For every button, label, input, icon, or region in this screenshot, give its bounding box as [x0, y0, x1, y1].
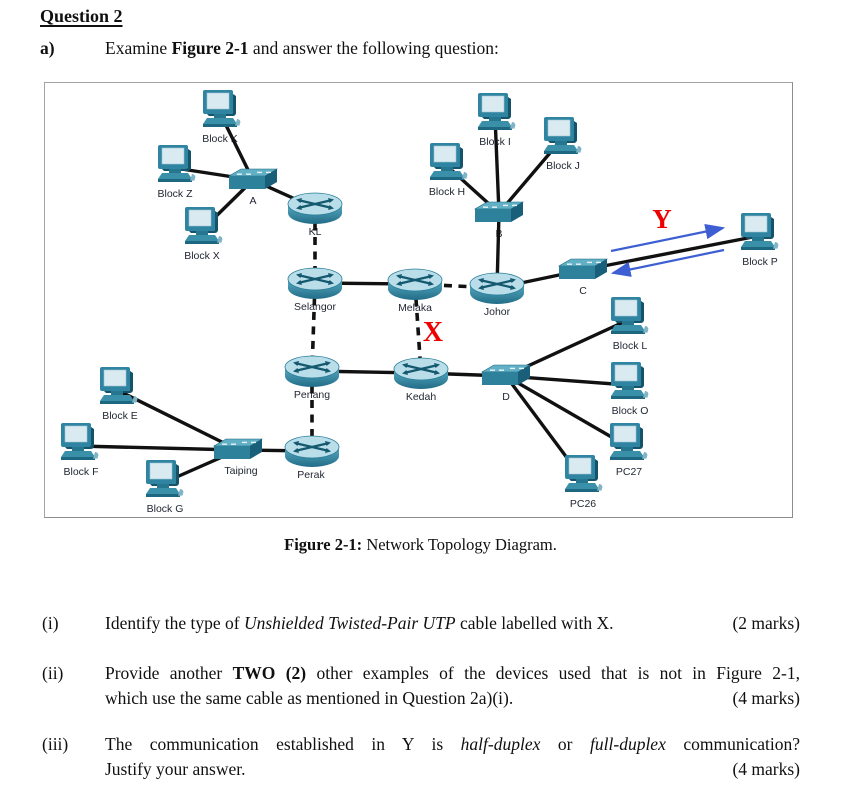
serial-links	[310, 208, 498, 451]
question-ii-number: (ii)	[42, 663, 64, 683]
label-pc26: PC26	[570, 498, 596, 510]
part-a-text: Examine Figure 2-1 and answer the follow…	[105, 38, 499, 58]
switch-icon-b	[474, 201, 524, 223]
pc-icon-block-z	[157, 144, 196, 183]
label-kedah: Kedah	[406, 391, 437, 403]
router-icon-kedah	[392, 356, 450, 391]
pc-icon-block-e	[99, 366, 138, 405]
link-blockF-Taiping	[76, 444, 240, 452]
question-ii-line2: which use the same cable as mentioned in…	[105, 688, 514, 708]
link-blockI-B	[493, 114, 501, 215]
question-ii: (ii) Provide another TWO (2) other examp…	[42, 661, 800, 711]
label-block-x: Block X	[184, 250, 220, 262]
label-switch-c: C	[579, 285, 587, 297]
switch-icon-taiping	[213, 438, 263, 460]
switch-icon-c	[558, 258, 608, 280]
router-icon-melaka	[386, 267, 444, 302]
pc-icon-block-i	[477, 92, 516, 131]
question-ii-marks: (4 marks)	[732, 688, 800, 708]
pc-icon-block-k	[202, 89, 241, 128]
pc-icon-block-o	[610, 361, 649, 400]
question-iii-marks: (4 marks)	[732, 759, 800, 779]
link-blockE-Taiping	[115, 388, 240, 452]
part-a-label: a)	[40, 38, 55, 58]
pc-icon-pc26	[564, 454, 603, 493]
figure-2-1-box: Block K Block Z Block X A KL Block I Blo…	[44, 82, 793, 518]
label-block-e: Block E	[102, 410, 138, 422]
pc-icon-block-f	[60, 422, 99, 461]
marker-y-label: Y	[652, 204, 672, 234]
label-johor: Johor	[484, 306, 511, 318]
label-block-l: Block L	[613, 340, 648, 352]
pc-icon-block-l	[610, 296, 649, 335]
router-icon-perak	[283, 434, 341, 469]
pc-icon-pc27	[609, 422, 648, 461]
part-a-row: a) Examine Figure 2-1 and answer the fol…	[40, 38, 800, 59]
pc-icon-block-x	[184, 206, 223, 245]
label-perak: Perak	[297, 469, 325, 481]
question-i: (i) Identify the type of Unshielded Twis…	[42, 611, 800, 636]
pc-icon-block-h	[429, 142, 468, 181]
question-iii-number: (iii)	[42, 734, 69, 754]
arrow-to-switchC	[610, 248, 725, 277]
question-iii-line2: Justify your answer.	[105, 759, 246, 779]
label-block-p: Block P	[742, 256, 778, 268]
label-block-k: Block K	[202, 133, 238, 145]
label-melaka: Melaka	[398, 302, 432, 314]
label-block-h: Block H	[429, 186, 465, 198]
pc-icon-block-j	[543, 116, 582, 155]
label-block-f: Block F	[63, 466, 98, 478]
link-C-blockP	[581, 234, 760, 272]
label-block-j: Block J	[546, 160, 580, 172]
router-icon-johor	[468, 271, 526, 306]
label-pc27: PC27	[616, 466, 642, 478]
question-i-text: Identify the type of Unshielded Twisted-…	[105, 613, 614, 633]
switch-icon-a	[228, 168, 278, 190]
label-block-o: Block O	[612, 405, 649, 417]
router-icon-kl	[286, 191, 344, 226]
label-taiping: Taiping	[224, 465, 257, 477]
switch-icon-d	[481, 364, 531, 386]
question-title: Question 2	[40, 6, 123, 26]
label-router-kl: KL	[309, 226, 322, 238]
device-labels: Block K Block Z Block X A KL Block I Blo…	[63, 133, 777, 515]
question-iii-line1: The communication established in Y is ha…	[105, 734, 801, 754]
label-selangor: Selangor	[294, 301, 337, 313]
network-topology-diagram: Block K Block Z Block X A KL Block I Blo…	[60, 89, 779, 515]
pc-icon-block-g	[145, 459, 184, 498]
label-switch-a: A	[249, 195, 256, 207]
label-block-g: Block G	[147, 503, 184, 515]
figure-caption: Figure 2-1: Network Topology Diagram.	[284, 535, 557, 554]
pc-icon-block-p	[740, 212, 779, 251]
label-penang: Penang	[294, 389, 330, 401]
duplex-arrows	[610, 223, 726, 277]
devices	[60, 89, 779, 498]
label-block-z: Block Z	[157, 188, 193, 200]
label-switch-d: D	[502, 391, 510, 403]
link-D-pc27	[504, 374, 629, 448]
router-icon-selangor	[286, 266, 344, 301]
question-i-number: (i)	[42, 613, 59, 633]
question-i-marks: (2 marks)	[732, 613, 800, 633]
question-ii-line1: Provide another TWO (2) other examples o…	[105, 663, 800, 683]
router-icon-penang	[283, 354, 341, 389]
arrow-to-blockP	[610, 223, 726, 253]
marker-x-label: X	[423, 317, 443, 348]
question-iii: (iii) The communication established in Y…	[42, 732, 800, 782]
